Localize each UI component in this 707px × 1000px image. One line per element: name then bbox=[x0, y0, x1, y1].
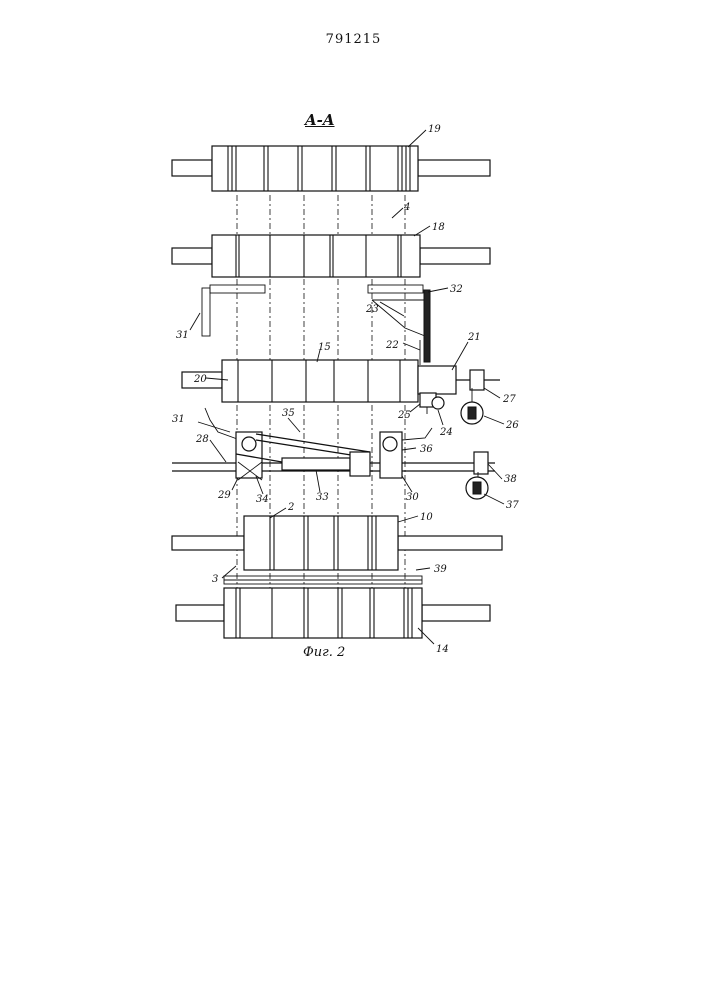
label-34: 34 bbox=[256, 494, 269, 505]
roller-14 bbox=[176, 588, 490, 638]
belt-32 bbox=[420, 290, 430, 365]
label-19: 19 bbox=[428, 124, 441, 135]
roller-18 bbox=[172, 235, 490, 277]
label-20: 20 bbox=[193, 374, 207, 385]
label-18: 18 bbox=[432, 222, 445, 233]
roller-19 bbox=[172, 146, 490, 191]
drive-unit-21 bbox=[418, 366, 500, 424]
label-39: 39 bbox=[434, 564, 447, 575]
label-31-lower: 31 bbox=[172, 414, 185, 425]
label-32: 32 bbox=[450, 284, 463, 295]
label-36: 36 bbox=[420, 444, 433, 455]
label-4: 4 bbox=[403, 202, 410, 213]
label-38: 38 bbox=[504, 474, 517, 485]
label-30: 30 bbox=[406, 492, 419, 503]
label-15: 15 bbox=[318, 342, 331, 353]
strip-39 bbox=[224, 576, 422, 584]
label-33: 33 bbox=[316, 492, 329, 503]
label-2: 2 bbox=[287, 502, 294, 513]
label-21: 21 bbox=[467, 332, 481, 343]
label-27: 27 bbox=[502, 394, 516, 405]
label-35: 35 bbox=[282, 408, 295, 419]
label-3: 3 bbox=[212, 574, 218, 585]
label-31-upper: 31 bbox=[176, 330, 189, 341]
label-14: 14 bbox=[436, 644, 449, 655]
roller-15 bbox=[182, 360, 418, 402]
label-28: 28 bbox=[195, 434, 209, 445]
label-25: 25 bbox=[397, 410, 411, 421]
label-37: 37 bbox=[506, 500, 519, 511]
label-10: 10 bbox=[420, 512, 433, 523]
label-24: 24 bbox=[439, 427, 453, 438]
label-29: 29 bbox=[217, 490, 231, 501]
label-22: 22 bbox=[385, 340, 399, 351]
roller-10 bbox=[172, 516, 502, 570]
label-23: 23 bbox=[365, 304, 379, 315]
label-26: 26 bbox=[505, 420, 519, 431]
linkage-mechanism bbox=[172, 408, 495, 499]
figure-caption: Фиг. 2 bbox=[303, 645, 345, 660]
guide-31-upper bbox=[202, 285, 265, 336]
